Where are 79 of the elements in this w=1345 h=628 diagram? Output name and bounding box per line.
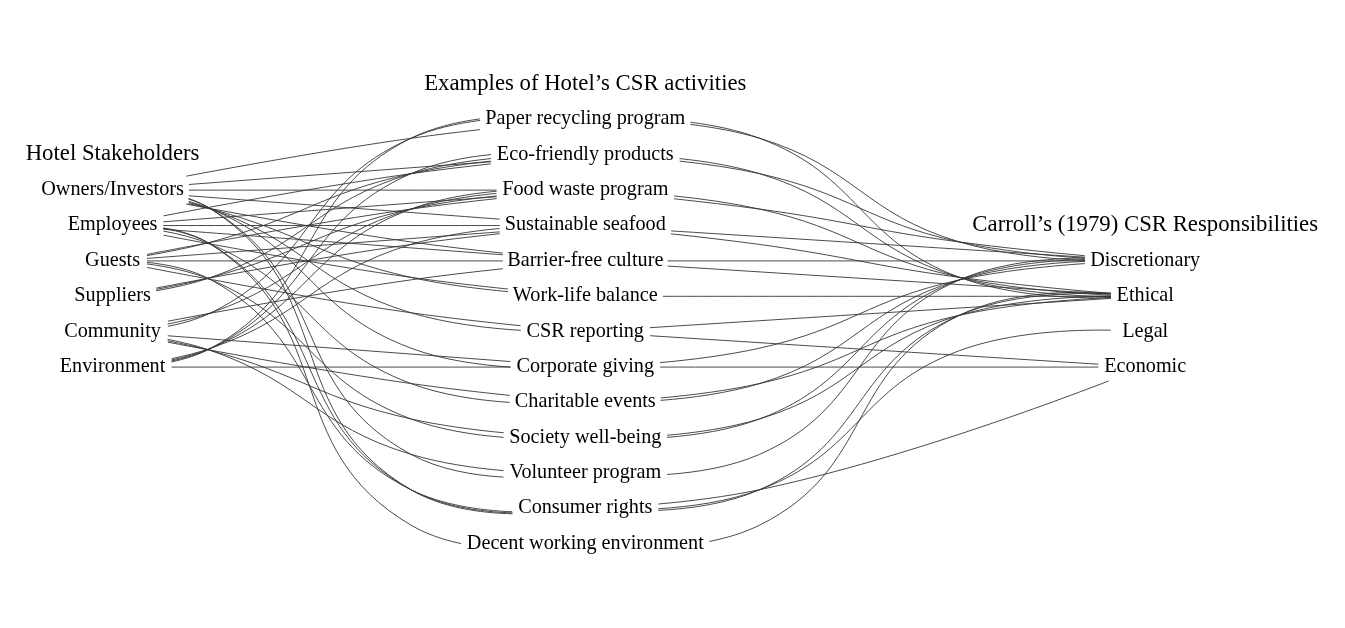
connector (657, 380, 1109, 505)
connector (171, 154, 492, 362)
connector (163, 230, 511, 403)
node-text: Eco-friendly products (496, 141, 674, 164)
connector (171, 118, 481, 363)
connector (146, 263, 505, 438)
connector (171, 228, 500, 360)
connector (167, 338, 504, 472)
connector (188, 161, 492, 185)
connector (146, 261, 513, 513)
connector (670, 230, 1086, 258)
connector (660, 297, 1112, 399)
connector (188, 189, 497, 191)
connector (155, 195, 498, 290)
node-text: Work-life balance (512, 283, 658, 306)
node-text: Guests (85, 247, 141, 270)
connector (162, 225, 501, 226)
node-text: Employees (67, 212, 158, 235)
connector (155, 158, 492, 292)
connector (167, 192, 497, 325)
connector (659, 263, 1086, 364)
label: Examples of Hotel’s CSR activities (424, 69, 747, 95)
connector (649, 297, 1112, 329)
connector (171, 366, 511, 368)
connector (162, 228, 513, 514)
connector (188, 195, 501, 220)
connector (667, 265, 1112, 295)
connector (660, 260, 1086, 401)
connector (188, 202, 522, 331)
connector (659, 366, 1099, 368)
node-text: Environment (59, 353, 166, 376)
connector (146, 231, 501, 259)
node-text: Charitable events (514, 389, 656, 412)
connector (167, 335, 511, 362)
connector (666, 259, 1086, 438)
connector (185, 203, 504, 254)
connector (162, 228, 504, 256)
node-text: Owners/Investors (41, 176, 184, 199)
node-text: Corporate giving (516, 353, 655, 376)
connector (667, 260, 1086, 262)
label: Carroll’s (1979) CSR Responsibilities (972, 211, 1319, 237)
connector (167, 119, 481, 327)
node-text: Volunteer program (509, 460, 662, 483)
node-text: Community (64, 318, 161, 341)
connector (171, 190, 498, 361)
node-text: Paper recycling program (485, 106, 686, 129)
node-text: Decent working environment (466, 530, 704, 553)
connector (666, 257, 1086, 475)
node-text: Discretionary (1090, 247, 1201, 270)
connector (146, 267, 521, 327)
connector (163, 163, 492, 217)
connector (167, 340, 505, 434)
connector (649, 335, 1099, 365)
node-text: Sustainable seafood (504, 212, 666, 235)
connector (167, 268, 504, 322)
node-text: Barrier-free culture (507, 247, 664, 270)
node-text: CSR reporting (526, 318, 644, 341)
node-text: Economic (1104, 353, 1187, 376)
connector (163, 227, 462, 545)
connector (146, 260, 504, 262)
connector (657, 292, 1112, 511)
node-text: Food waste program (502, 176, 669, 199)
node-text: Society well-being (509, 424, 662, 447)
connector (188, 203, 509, 293)
connector (167, 341, 511, 396)
connector (146, 198, 498, 255)
connector (657, 329, 1112, 510)
connector (708, 291, 1112, 542)
node-text: Suppliers (74, 283, 151, 306)
label: Hotel Stakeholders (25, 140, 200, 166)
connector (188, 200, 511, 368)
connector (162, 196, 498, 223)
connector (673, 198, 1086, 257)
connector (666, 295, 1112, 436)
node-text: Consumer rights (518, 495, 653, 518)
connector (146, 160, 492, 257)
node-text: Ethical (1116, 283, 1174, 306)
connector (185, 129, 481, 177)
node-text: Legal (1122, 318, 1169, 341)
